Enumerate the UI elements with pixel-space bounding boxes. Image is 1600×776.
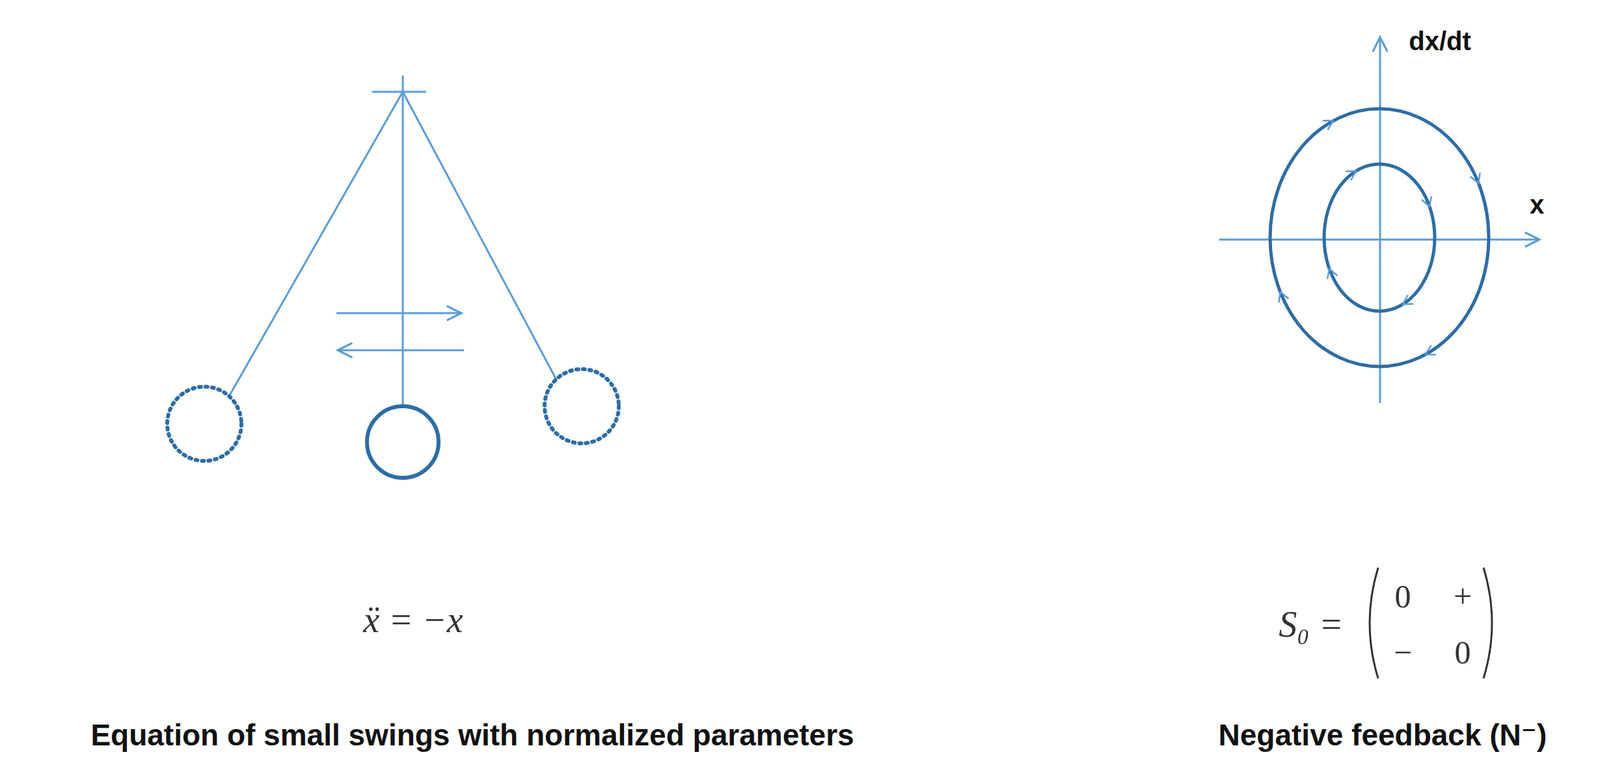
pendulum-bob	[366, 406, 439, 478]
left-parenthesis	[1369, 567, 1379, 678]
matrix-cell: +	[1453, 578, 1472, 615]
direction-arrowhead	[1278, 292, 1289, 303]
direction-arrowhead	[1322, 120, 1334, 130]
direction-arrowhead	[1345, 171, 1356, 181]
swing-arrow-right	[336, 312, 462, 315]
equation: ẍ = −x	[363, 599, 463, 641]
caption: Negative feedback (N⁻)	[1218, 718, 1548, 752]
matrix-cell: 0	[1395, 578, 1412, 615]
pendulum	[167, 75, 619, 478]
matrix-cell: −	[1393, 634, 1412, 671]
right-parenthesis	[1483, 567, 1492, 678]
direction-arrowhead	[1402, 294, 1414, 304]
pivot-bar	[372, 91, 427, 94]
bob-right-position	[544, 368, 619, 444]
axis-label: dx/dt	[1408, 26, 1472, 56]
caption: Equation of small swings with normalized…	[90, 718, 854, 752]
matrix-cell: 0	[1454, 634, 1472, 671]
bob-left-position	[167, 386, 242, 461]
matrix-brackets	[1369, 567, 1492, 678]
pendulum-rod-right	[402, 91, 557, 380]
swing-arrow-left	[337, 349, 464, 352]
direction-arrowhead	[1327, 268, 1338, 280]
pendulum-rod	[402, 75, 405, 407]
direction-arrowhead	[1425, 345, 1437, 355]
inner-trajectory	[1324, 163, 1435, 312]
outer-trajectory	[1270, 108, 1489, 367]
phase-portrait	[1219, 37, 1540, 403]
direction-arrowhead	[1421, 195, 1432, 207]
direction-arrowhead	[1470, 172, 1481, 183]
matrix-symbol: S₀ =	[1278, 604, 1343, 645]
y-axis	[1379, 37, 1382, 403]
axis-label: x	[1529, 189, 1545, 219]
